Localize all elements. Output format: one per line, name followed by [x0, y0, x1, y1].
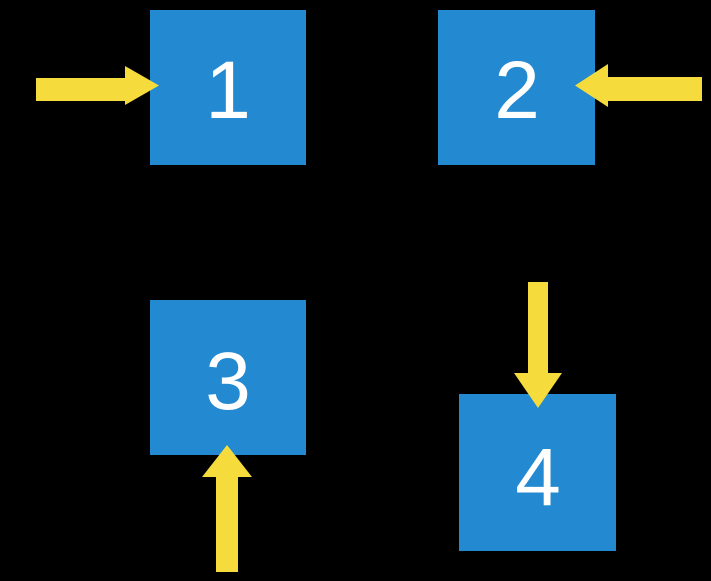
- node-box-4[interactable]: [459, 394, 616, 551]
- node-label-3: 3: [205, 336, 251, 427]
- node-label-1: 1: [205, 45, 251, 136]
- arrow-up-into-node-3: [202, 445, 252, 572]
- node-box-1[interactable]: [150, 10, 306, 165]
- node-label-2: 2: [494, 45, 540, 136]
- node-box-2[interactable]: [438, 10, 595, 165]
- node-label-4: 4: [515, 432, 561, 523]
- arrow-right-into-node-1: [36, 66, 159, 105]
- arrow-down-into-node-4: [514, 282, 562, 408]
- node-box-3[interactable]: [150, 300, 306, 455]
